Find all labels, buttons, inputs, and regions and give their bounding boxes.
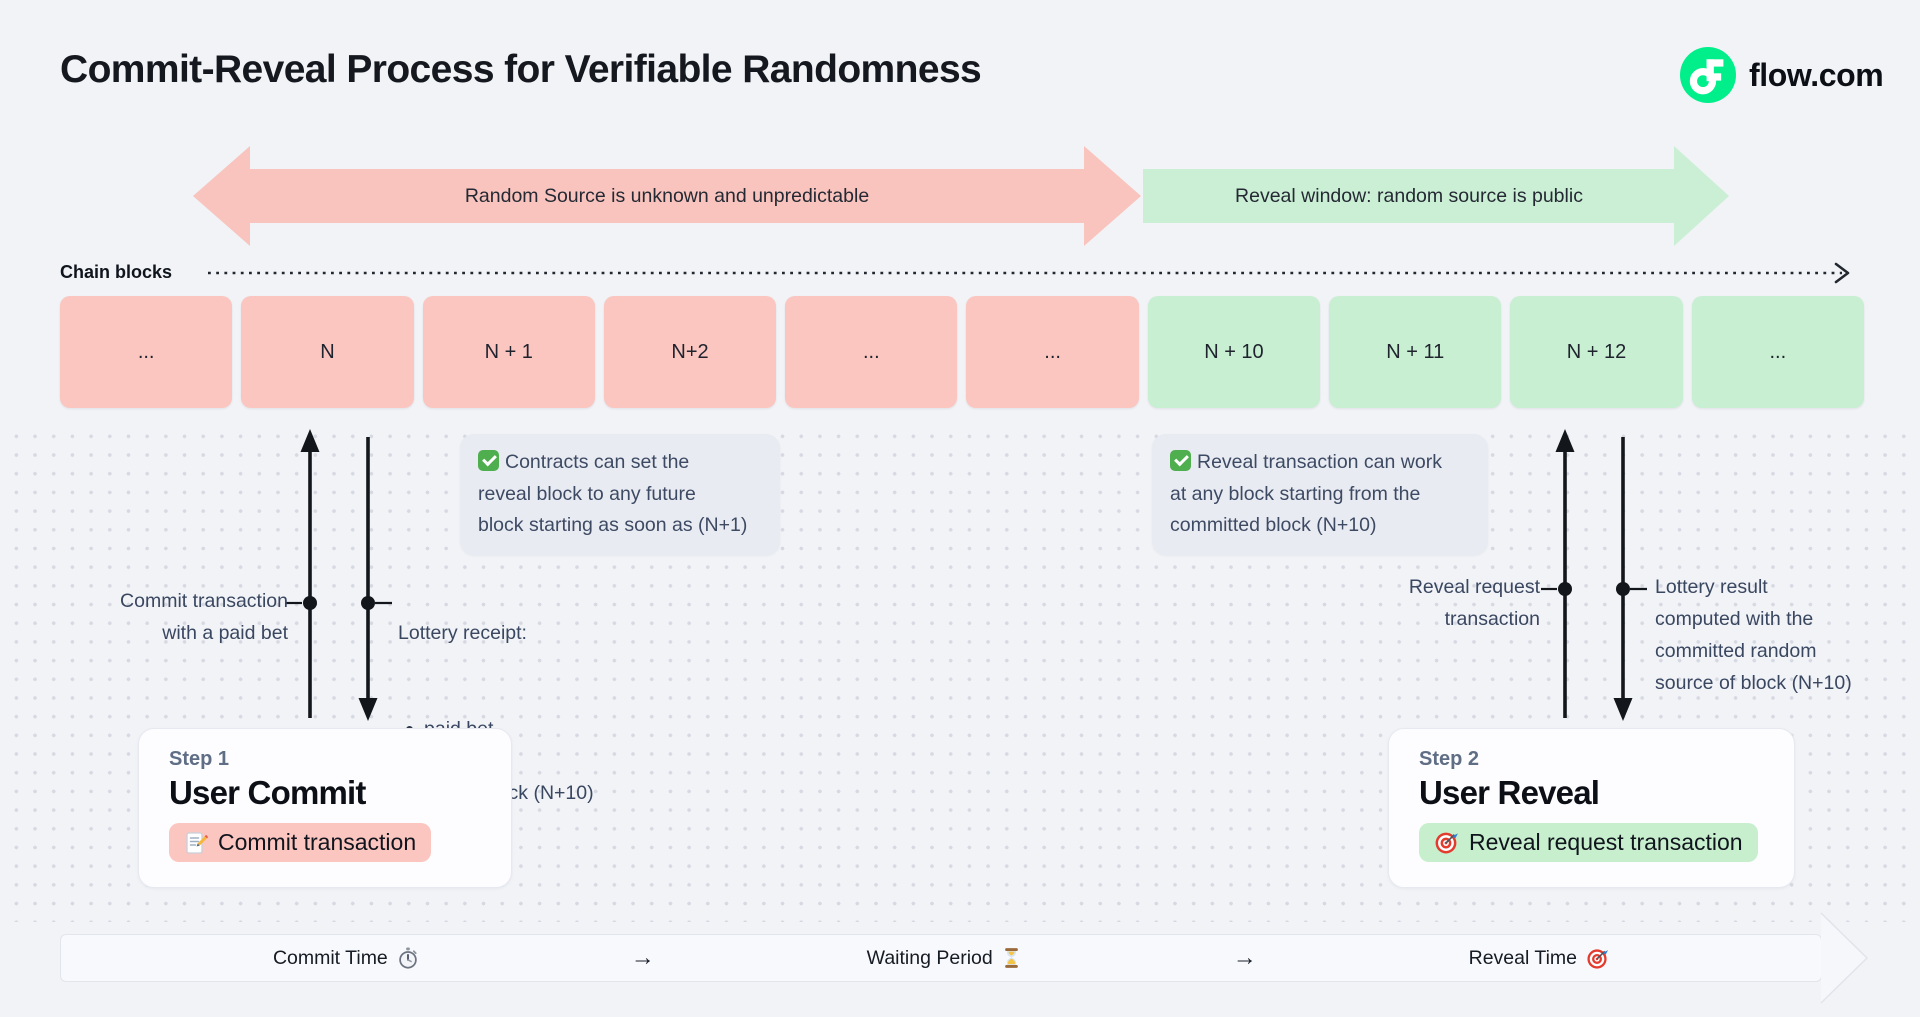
timeline-arrow: → bbox=[630, 944, 655, 971]
pill-label: Commit transaction bbox=[218, 829, 417, 855]
chain-block: N + 11 bbox=[1329, 296, 1502, 408]
pill-label: Reveal request transaction bbox=[1469, 829, 1743, 855]
check-icon bbox=[478, 450, 499, 471]
chain-block: N + 12 bbox=[1510, 296, 1683, 408]
reveal-request-pill: Reveal request transaction bbox=[1419, 823, 1758, 862]
reveal-window-band: Reveal window: random source is public bbox=[1143, 146, 1729, 246]
target-icon bbox=[1586, 947, 1609, 970]
reveal-note-text: Reveal transaction can work at any block… bbox=[1170, 451, 1442, 536]
step-title: User Commit bbox=[169, 774, 366, 811]
step-kicker: Step 1 bbox=[169, 748, 230, 770]
lottery-result-label: Lottery result computed with the committ… bbox=[1655, 576, 1852, 694]
timeline-waiting-period: Waiting Period bbox=[867, 947, 1021, 970]
timeline-bar: Commit Time → Waiting Period bbox=[60, 934, 1822, 982]
step-kicker: Step 2 bbox=[1419, 748, 1480, 770]
commit-note-text: Contracts can set the reveal block to an… bbox=[478, 451, 748, 536]
chain-block: N + 10 bbox=[1147, 296, 1321, 408]
chain-block: ... bbox=[966, 296, 1139, 408]
chain-line-arrowhead-icon bbox=[1834, 262, 1850, 284]
band-arrowhead-left bbox=[193, 146, 250, 246]
commit-transaction-label: Commit transaction with a paid bet bbox=[120, 590, 288, 644]
waiting-period-label: Waiting Period bbox=[866, 946, 993, 969]
chain-blocks-label: Chain blocks bbox=[60, 262, 173, 282]
reveal-note: Reveal transaction can work at any block… bbox=[1152, 434, 1488, 555]
chain-block: ... bbox=[1691, 296, 1864, 408]
target-icon bbox=[1434, 830, 1459, 855]
reveal-window-label: Reveal window: random source is public bbox=[1235, 184, 1583, 207]
chain-block: ... bbox=[785, 296, 958, 408]
band-arrowhead-right bbox=[1084, 146, 1141, 246]
step-2-card: Step 2 User Reveal Reveal request transa… bbox=[1388, 728, 1795, 888]
flow-logo-icon bbox=[1680, 47, 1736, 103]
memo-icon bbox=[184, 831, 209, 855]
random-unknown-label: Random Source is unknown and unpredictab… bbox=[464, 184, 870, 207]
hourglass-icon bbox=[1002, 947, 1021, 969]
stopwatch-icon bbox=[397, 947, 419, 969]
timeline-commit-time: Commit Time bbox=[273, 947, 419, 970]
commit-time-label: Commit Time bbox=[272, 946, 388, 969]
step-title: User Reveal bbox=[1419, 774, 1600, 811]
lottery-receipt-title: Lottery receipt: bbox=[398, 622, 527, 644]
chain-block: ... bbox=[60, 296, 233, 408]
chain-block: N bbox=[241, 296, 414, 408]
reveal-time-label: Reveal Time bbox=[1468, 946, 1577, 969]
reveal-request-label: Reveal request transaction bbox=[1408, 576, 1540, 630]
commit-transaction-pill: Commit transaction bbox=[169, 823, 432, 862]
step-1-card: Step 1 User Commit Commit transaction bbox=[138, 728, 512, 888]
page-title: Commit-Reveal Process for Verifiable Ran… bbox=[60, 48, 982, 91]
chain-block: N+2 bbox=[603, 296, 777, 408]
random-unknown-band: Random Source is unknown and unpredictab… bbox=[193, 146, 1141, 246]
brand-name: flow.com bbox=[1749, 56, 1884, 93]
chain-blocks-row: ... N N + 1 N+2 ... ... N + 10 N + 11 N … bbox=[60, 296, 1864, 408]
check-icon bbox=[1170, 450, 1191, 471]
timeline-arrow: → bbox=[1232, 944, 1257, 971]
timeline-reveal-time: Reveal Time bbox=[1469, 947, 1609, 970]
band-arrowhead-right bbox=[1674, 146, 1729, 246]
commit-note: Contracts can set the reveal block to an… bbox=[460, 434, 780, 555]
brand: flow.com bbox=[1680, 46, 1884, 104]
timeline-end-chevron-icon bbox=[1820, 912, 1869, 1004]
chain-block: N + 1 bbox=[422, 296, 595, 408]
